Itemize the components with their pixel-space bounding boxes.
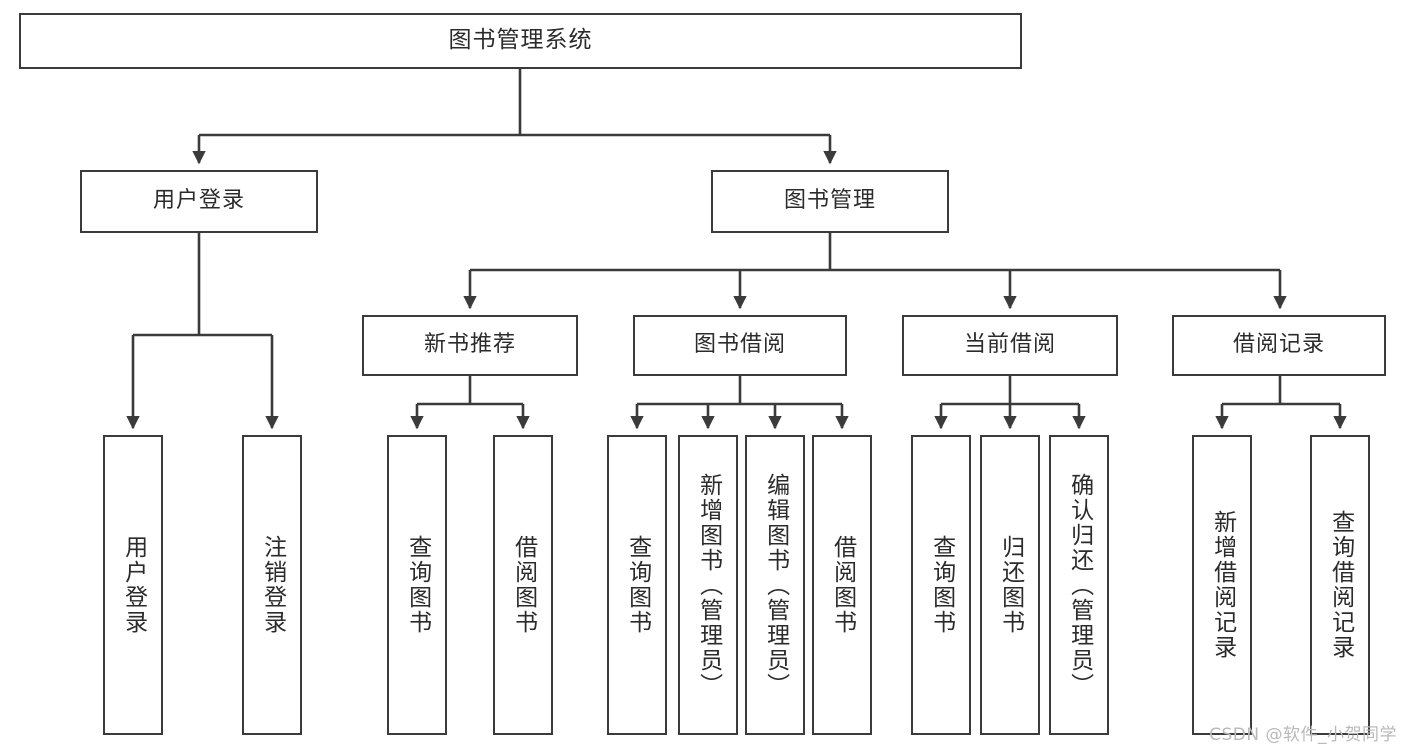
node-label: 新增借阅记录 [1209,510,1236,660]
node-label: 查询图书 [404,535,431,635]
node-label: 图书借阅 [693,332,786,358]
node-borrow-record[interactable]: 借阅记录 [1172,315,1386,376]
leaf-query-book-recommend[interactable]: 查询图书 [387,435,447,735]
node-label: 查询图书 [624,535,651,635]
node-label: 图书管理 [783,188,876,214]
node-label: 新书推荐 [423,332,516,358]
leaf-add-borrow-record[interactable]: 新增借阅记录 [1192,435,1252,735]
node-label: 借阅图书 [829,535,856,635]
leaf-query-book-current[interactable]: 查询图书 [911,435,971,735]
node-label: 用户登录 [152,188,245,214]
leaf-user-login[interactable]: 用户登录 [103,435,163,735]
node-label: 确认归还（管理员） [1066,472,1093,698]
node-label: 当前借阅 [963,332,1056,358]
leaf-logout[interactable]: 注销登录 [242,435,302,735]
node-label: 新增图书（管理员） [695,472,722,698]
node-new-book-recommend[interactable]: 新书推荐 [362,315,578,376]
node-book-borrow[interactable]: 图书借阅 [633,315,847,376]
node-label: 用户登录 [120,535,147,635]
node-label: 借阅图书 [510,535,537,635]
csdn-watermark: CSDN @软件_小贺同学 [1209,725,1397,745]
leaf-query-borrow-record[interactable]: 查询借阅记录 [1310,435,1370,735]
node-label: 借阅记录 [1232,332,1325,358]
node-label: 查询借阅记录 [1327,510,1354,660]
node-user-login[interactable]: 用户登录 [80,170,318,233]
node-book-management[interactable]: 图书管理 [711,170,949,233]
leaf-borrow-book[interactable]: 借阅图书 [812,435,872,735]
leaf-return-book[interactable]: 归还图书 [980,435,1040,735]
node-label: 查询图书 [928,535,955,635]
node-label: 归还图书 [997,535,1024,635]
leaf-query-book-borrow[interactable]: 查询图书 [607,435,667,735]
leaf-add-book-admin[interactable]: 新增图书（管理员） [678,435,738,735]
node-current-borrow[interactable]: 当前借阅 [902,315,1118,376]
node-label: 注销登录 [259,535,286,635]
node-label: 图书管理系统 [448,27,593,54]
node-root-system[interactable]: 图书管理系统 [19,13,1022,69]
leaf-confirm-return-admin[interactable]: 确认归还（管理员） [1049,435,1109,735]
leaf-borrow-book-recommend[interactable]: 借阅图书 [493,435,553,735]
leaf-edit-book-admin[interactable]: 编辑图书（管理员） [745,435,805,735]
node-label: 编辑图书（管理员） [762,472,789,698]
